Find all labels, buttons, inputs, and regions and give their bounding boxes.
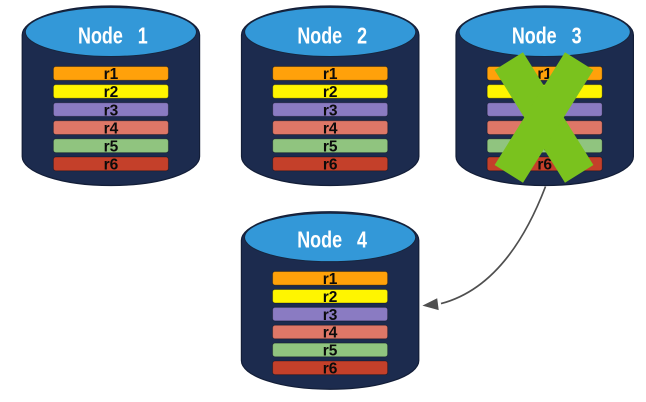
svg-text:Node 1: Node 1 bbox=[78, 23, 148, 49]
svg-text:Node 2: Node 2 bbox=[297, 23, 367, 49]
svg-text:Node 3: Node 3 bbox=[512, 23, 582, 49]
svg-text:Node 4: Node 4 bbox=[297, 227, 367, 253]
